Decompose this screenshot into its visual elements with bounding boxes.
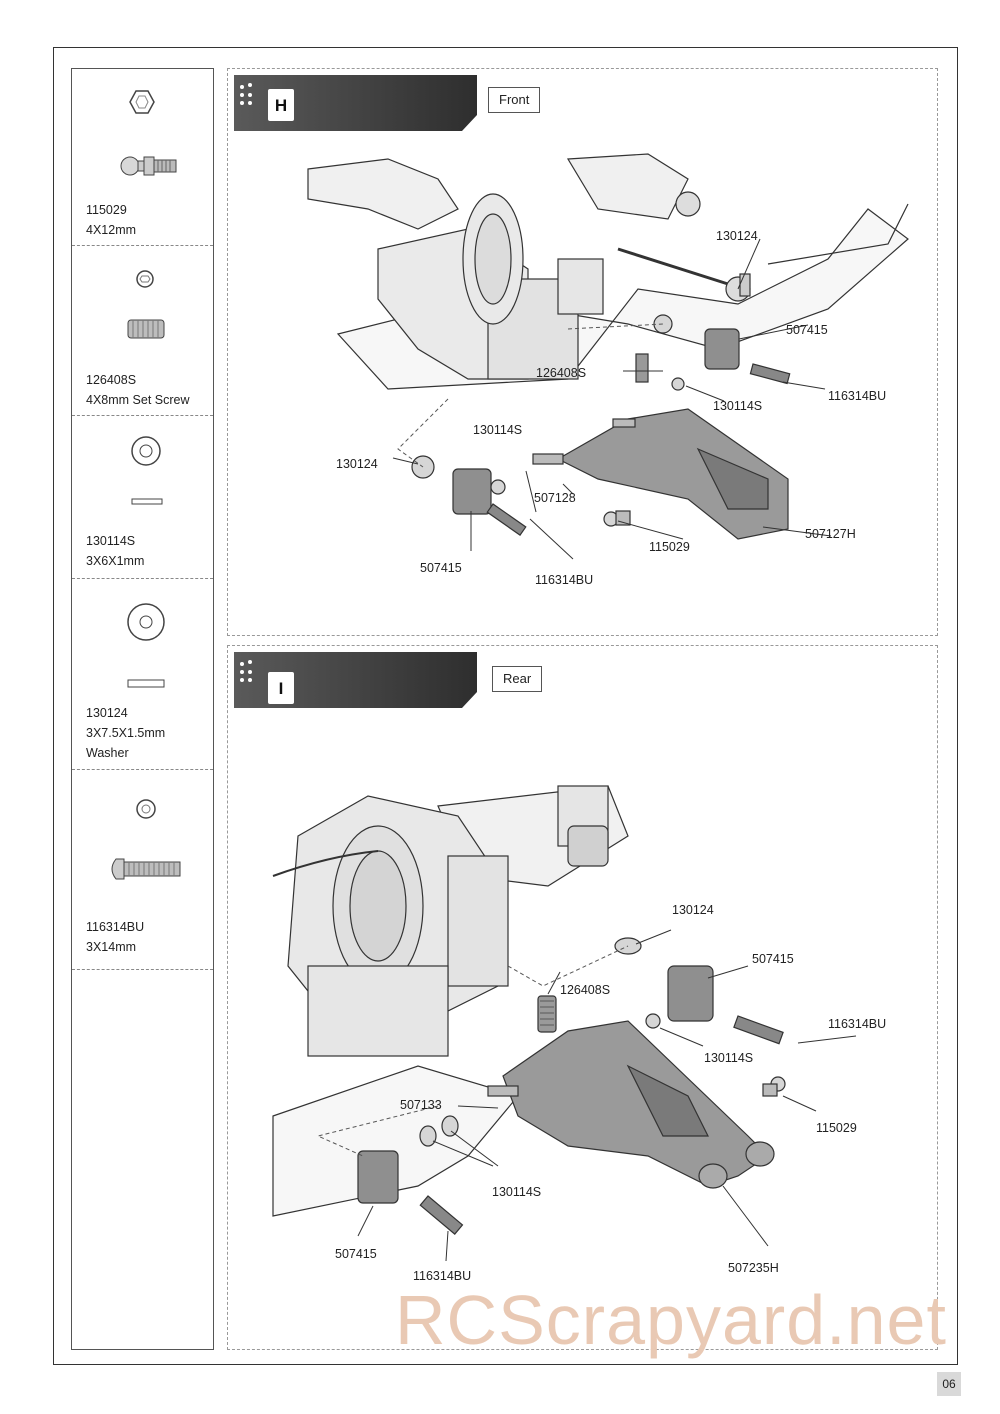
part-code: 126408S: [86, 373, 137, 387]
callout-label: 507415: [786, 323, 828, 337]
callout-label: 130124: [716, 229, 758, 243]
watermark: RCScrapyard.net: [395, 1281, 947, 1359]
part-item: 126408S 4X8mm Set Screw: [72, 245, 213, 416]
part-desc: 3X14mm: [86, 940, 137, 954]
callout-label: 130114S: [473, 423, 523, 437]
callout-label: 507128: [534, 491, 576, 505]
callout-label: 130124: [672, 903, 714, 917]
part-desc: 3X6X1mm: [86, 554, 145, 568]
step-letter: I: [268, 672, 294, 704]
set-screw-icon: [127, 270, 165, 339]
callout-label: 130114S: [713, 399, 763, 413]
washer-icon: [127, 603, 165, 688]
part-code: 116314BU: [86, 920, 145, 934]
callout-label: 126408S: [560, 983, 611, 997]
step-i-panel: I Rear: [227, 645, 938, 1350]
ball-stud-icon: [120, 90, 177, 176]
callout-label: 116314BU: [828, 389, 887, 403]
washer-thin-icon: [131, 436, 163, 505]
callout-label: 116314BU: [535, 573, 594, 587]
callout-label: 130124: [336, 457, 378, 471]
page-number: 06: [937, 1372, 961, 1396]
step-h-panel: H Front: [227, 68, 938, 636]
part-code: 115029: [86, 203, 127, 217]
parts-list: 115029 4X12mm 126408S 4X8mm Set Screw 13…: [71, 68, 214, 1350]
callout-label: 130114S: [704, 1051, 754, 1065]
callout-label: 115029: [816, 1121, 857, 1135]
button-head-screw-icon: [111, 799, 181, 880]
part-desc: 4X12mm: [86, 223, 137, 237]
callout-label: 507415: [752, 952, 794, 966]
callout-label: 507133: [400, 1098, 442, 1112]
part-code: 130124: [86, 706, 128, 720]
part-desc: 4X8mm Set Screw: [86, 393, 190, 407]
callout-label: 126408S: [536, 366, 587, 380]
rear-assembly-illustration: [272, 785, 857, 1262]
callout-label: 507127H: [805, 527, 856, 541]
callout-label: 507235H: [728, 1261, 779, 1275]
part-item: 130114S 3X6X1mm: [72, 415, 213, 579]
position-tag: Rear: [492, 666, 543, 692]
step-badge: [234, 652, 477, 708]
step-badge: [234, 75, 477, 131]
position-tag: Front: [488, 87, 541, 113]
part-desc: 3X7.5X1.5mm: [86, 726, 166, 740]
callout-label: 507415: [420, 561, 462, 575]
callout-label: 130114S: [492, 1185, 542, 1199]
page-frame: [53, 47, 958, 1365]
part-item: 116314BU 3X14mm: [72, 769, 213, 970]
part-desc-extra: Washer: [86, 746, 129, 760]
callout-label: 507415: [335, 1247, 377, 1261]
part-code: 130114S: [86, 534, 136, 548]
step-letter: H: [268, 89, 294, 121]
front-assembly-illustration: [307, 153, 909, 560]
callout-label: 116314BU: [828, 1017, 887, 1031]
callout-label: 116314BU: [413, 1269, 472, 1283]
part-item: 115029 4X12mm: [72, 69, 213, 246]
part-item: 130124 3X7.5X1.5mm Washer: [72, 578, 213, 770]
callout-label: 115029: [649, 540, 690, 554]
